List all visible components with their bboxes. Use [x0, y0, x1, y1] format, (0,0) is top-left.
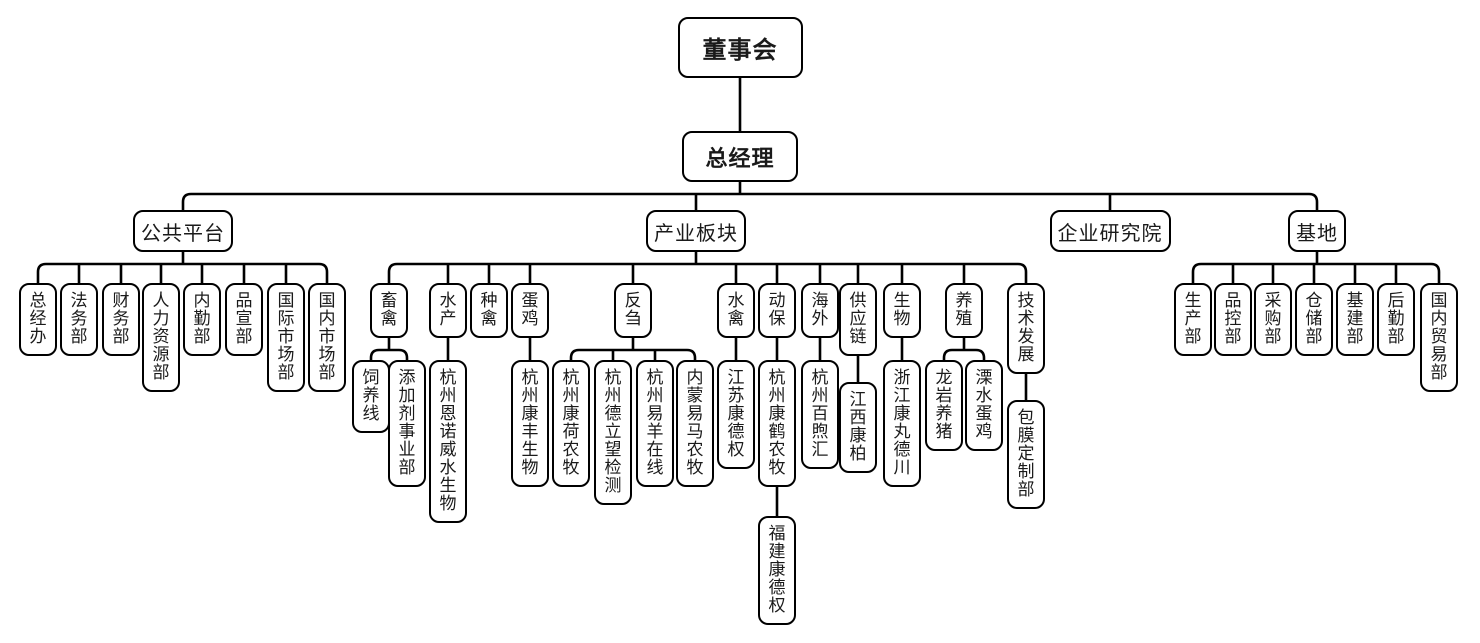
org-node-i6: 水禽: [717, 283, 755, 338]
org-node-i1: 畜禽: [370, 283, 408, 338]
org-node-i7a1: 福建康德权: [758, 516, 796, 625]
org-node-p3: 财务部: [102, 283, 140, 356]
org-node-i8: 海外: [801, 283, 839, 338]
org-node-p7: 国际市场部: [267, 283, 305, 392]
org-node-b6: 后勤部: [1377, 283, 1415, 356]
org-node-p1: 总经办: [19, 283, 57, 356]
org-node-i6a: 江苏康德权: [717, 360, 755, 469]
org-node-i5a: 杭州康荷农牧: [552, 360, 590, 487]
org-node-base: 基地: [1288, 210, 1346, 252]
org-node-i5: 反刍: [614, 283, 652, 338]
org-node-institute: 企业研究院: [1049, 210, 1171, 252]
org-node-b1: 生产部: [1174, 283, 1212, 356]
org-node-i4: 蛋鸡: [511, 283, 549, 338]
org-chart-connectors: [36, 78, 1441, 516]
org-node-industry: 产业板块: [646, 210, 746, 252]
org-node-i3: 种禽: [470, 283, 508, 338]
org-node-p6: 品宣部: [225, 283, 263, 356]
org-node-i8a: 杭州百煦汇: [801, 360, 839, 469]
org-node-b7: 国内贸易部: [1420, 283, 1458, 392]
org-node-b5: 基建部: [1336, 283, 1374, 356]
org-node-i12: 技术发展: [1007, 283, 1045, 374]
org-node-i12a: 包膜定制部: [1007, 400, 1045, 509]
org-node-i9a: 江西康柏: [839, 382, 877, 473]
org-node-i5b: 杭州德立望检测: [594, 360, 632, 505]
org-node-i2a: 杭州恩诺威水生物: [429, 360, 467, 523]
org-node-b3: 采购部: [1254, 283, 1292, 356]
org-node-platform: 公共平台: [133, 210, 233, 252]
org-node-i1a: 饲养线: [352, 360, 390, 433]
org-node-gm: 总经理: [682, 131, 798, 182]
org-node-i5d: 内蒙易马农牧: [676, 360, 714, 487]
org-node-b4: 仓储部: [1295, 283, 1333, 356]
org-node-i10: 生物: [883, 283, 921, 338]
org-node-i5c: 杭州易羊在线: [636, 360, 674, 487]
org-node-b2: 品控部: [1214, 283, 1252, 356]
org-node-i11: 养殖: [945, 283, 983, 338]
org-node-i9: 供应链: [839, 283, 877, 356]
org-node-p8: 国内市场部: [308, 283, 346, 392]
org-node-i11b: 溧水蛋鸡: [965, 360, 1003, 451]
org-node-p5: 内勤部: [183, 283, 221, 356]
org-node-i7: 动保: [758, 283, 796, 338]
org-node-p2: 法务部: [60, 283, 98, 356]
org-node-board: 董事会: [677, 17, 803, 78]
org-node-p4: 人力资源部: [142, 283, 180, 392]
org-node-i4a: 杭州康丰生物: [511, 360, 549, 487]
org-node-i7a: 杭州康鹤农牧: [758, 360, 796, 487]
org-node-i10a: 浙江康丸德川: [883, 360, 921, 487]
org-node-i2: 水产: [429, 283, 467, 338]
org-node-i1b: 添加剂事业部: [388, 360, 426, 487]
org-node-i11a: 龙岩养猪: [925, 360, 963, 451]
